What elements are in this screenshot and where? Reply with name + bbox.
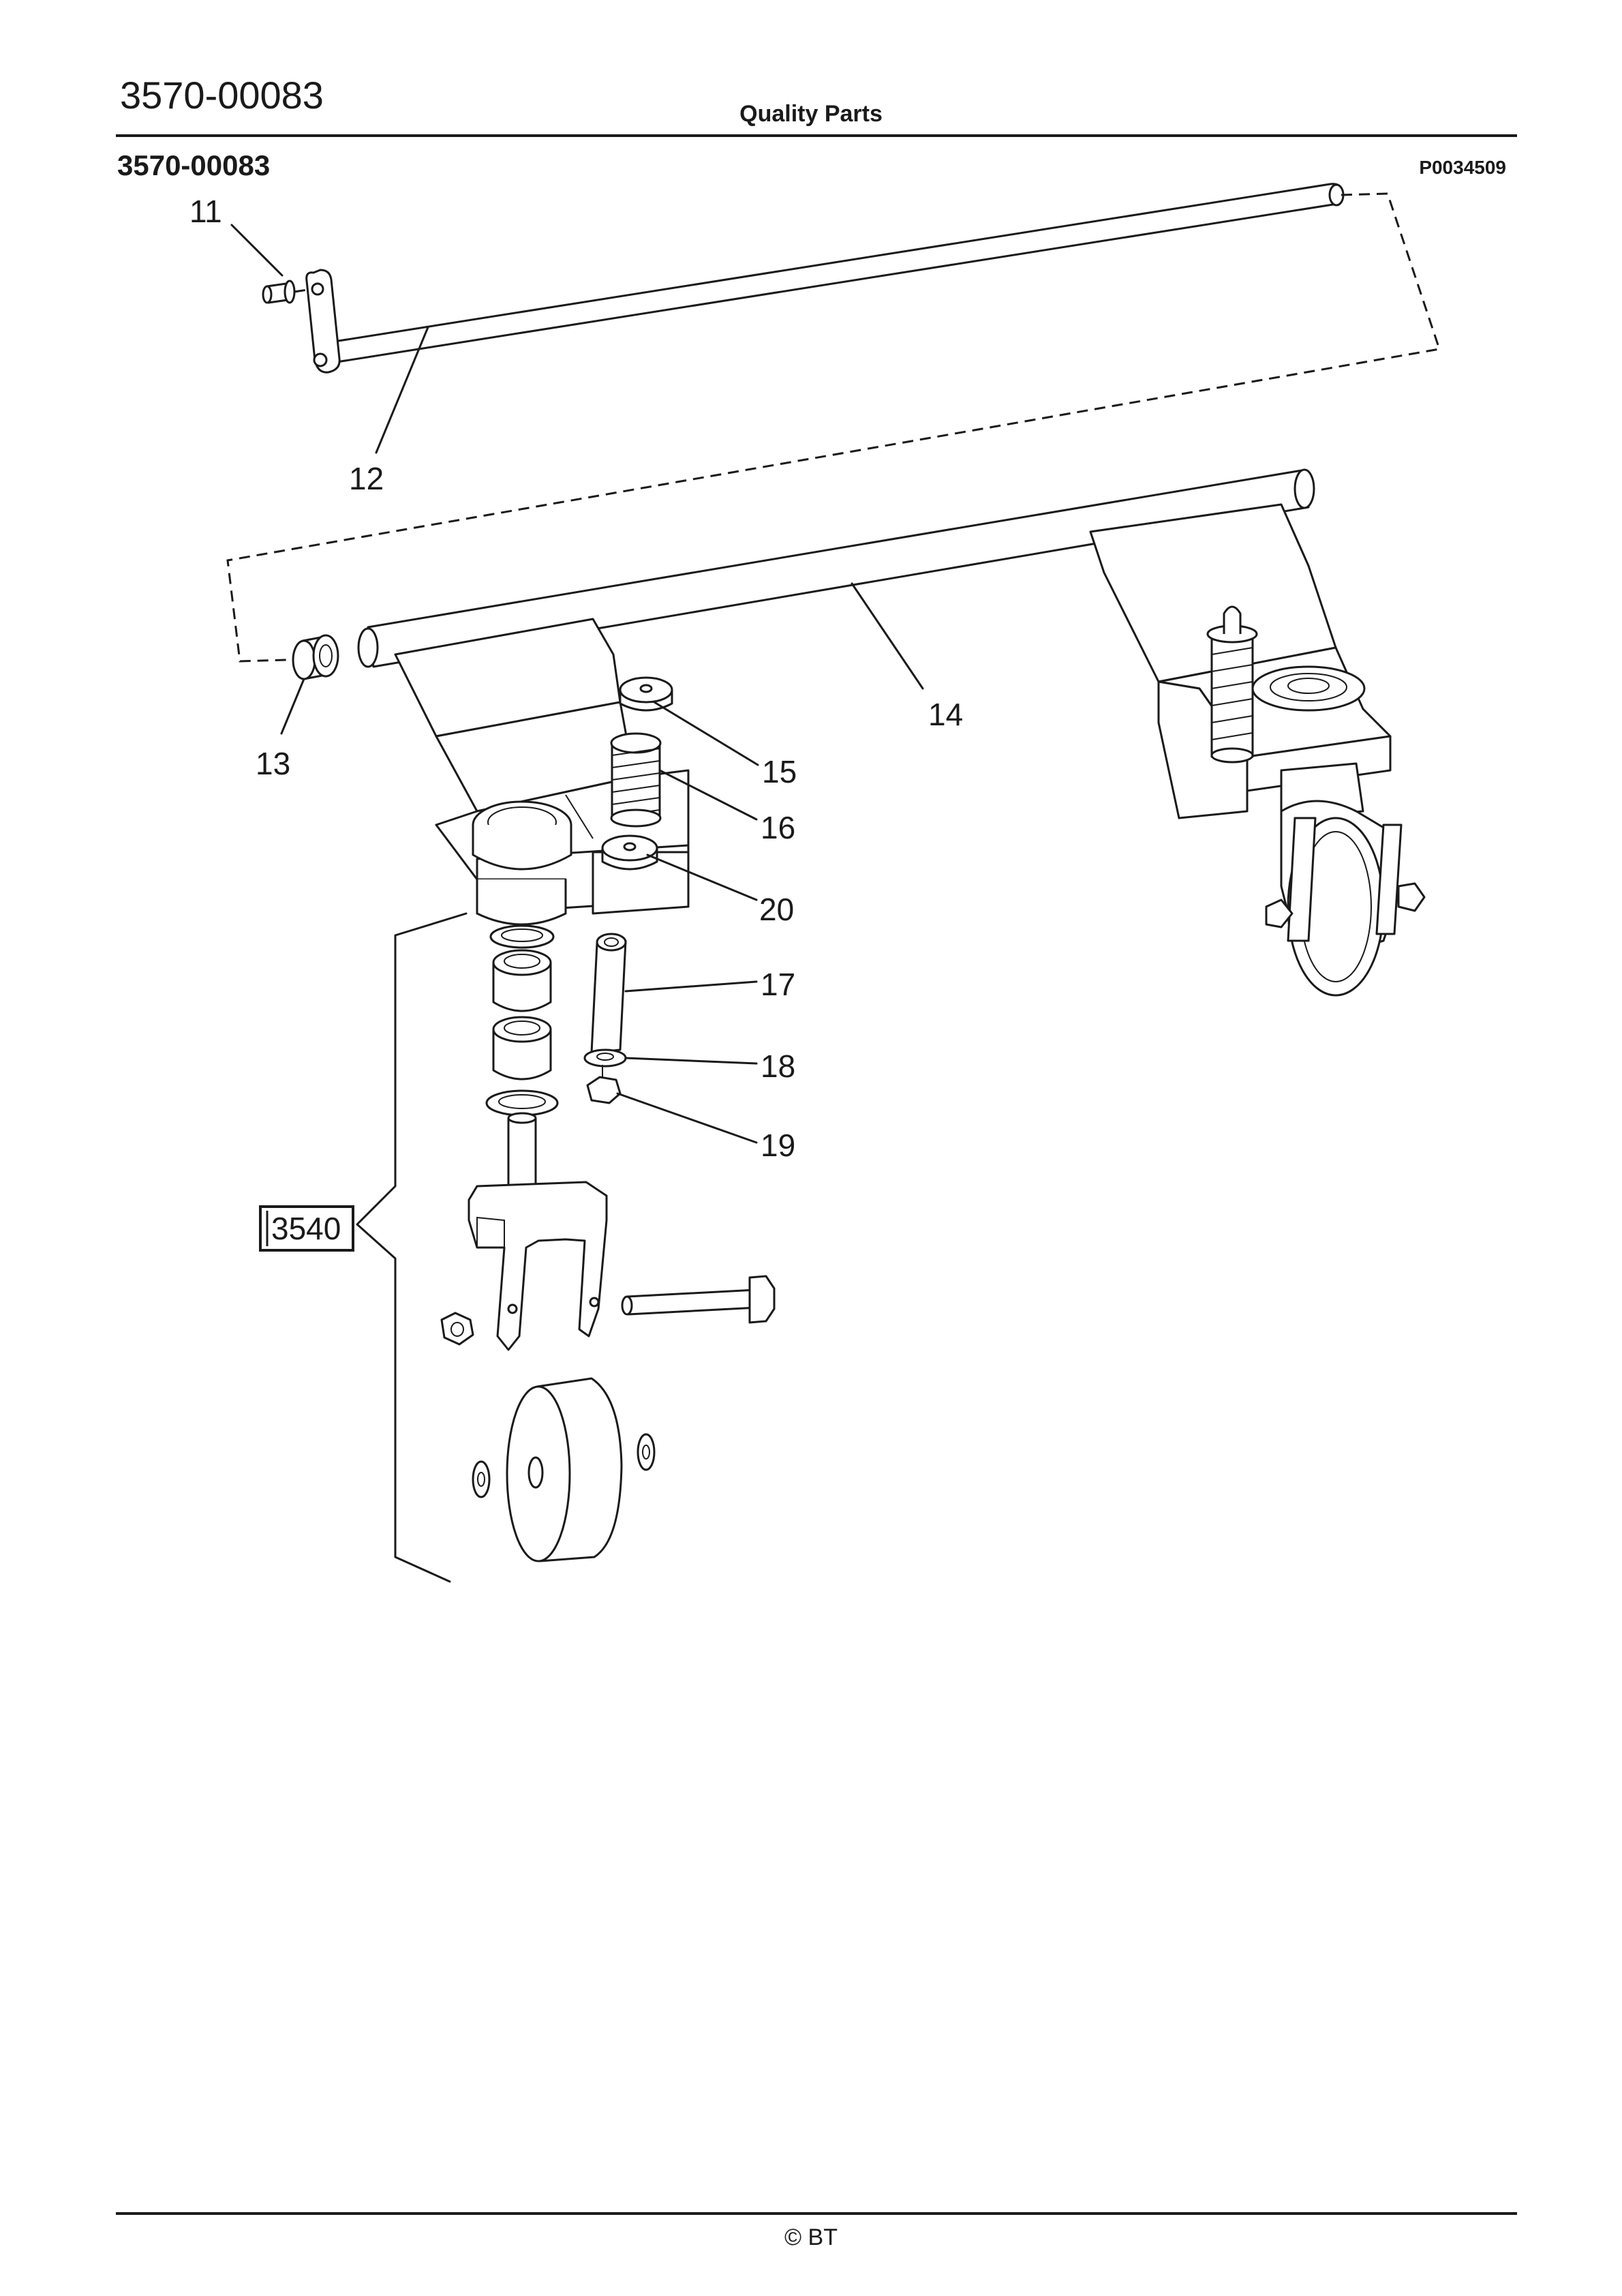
assembly-guide-line: [226, 192, 1441, 663]
callout-18: 18: [761, 1048, 795, 1084]
header-title: Quality Parts: [739, 101, 883, 127]
footer-rule: [116, 2212, 1517, 2215]
callout-19: 19: [761, 1128, 795, 1163]
part-15-washer: [619, 676, 673, 712]
reference-box-3540: 3540: [259, 1205, 354, 1252]
callout-11: 11: [189, 194, 222, 229]
callout-13: 13: [256, 746, 290, 781]
caster-assembly-3540: [440, 924, 776, 1562]
part-20-washer: [565, 794, 658, 871]
header-rule: [116, 134, 1517, 137]
part-14-frame: [357, 468, 1426, 997]
part-11-pin: [262, 280, 313, 304]
reference-number: 3540: [271, 1211, 341, 1246]
callout-16: 16: [761, 810, 795, 845]
leader-lines: [230, 224, 924, 1583]
copyright-text: © BT: [784, 2224, 838, 2250]
part-16-spring: [610, 732, 662, 828]
part-12-rod: [305, 183, 1345, 374]
diagram-number: 3570-00083: [117, 149, 271, 181]
callout-20: 20: [759, 892, 794, 927]
part-17-pin: [590, 933, 627, 1054]
callout-17: 17: [761, 967, 795, 1002]
part-18-washer: [583, 1048, 627, 1068]
part-19-bolt: [586, 1065, 622, 1104]
part-13-bushing: [292, 634, 339, 680]
callout-15: 15: [762, 754, 797, 789]
callout-14: 14: [928, 697, 963, 732]
document-number: 3570-00083: [120, 74, 324, 117]
figure-code: P0034509: [1419, 157, 1506, 178]
callout-12: 12: [349, 461, 384, 496]
